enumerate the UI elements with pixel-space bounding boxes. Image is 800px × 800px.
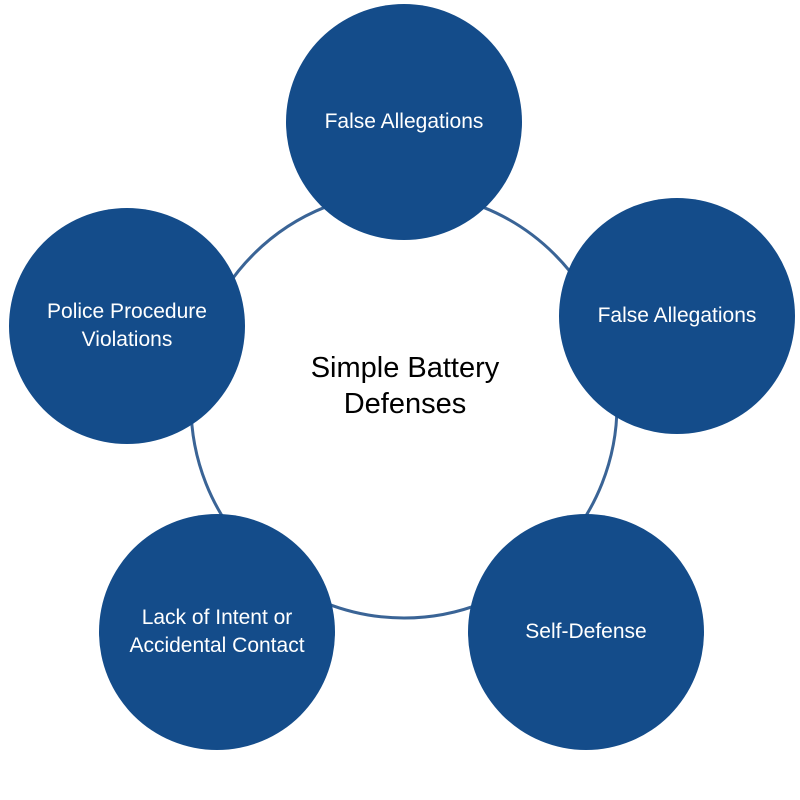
- node-false-allegations-right: False Allegations: [559, 198, 795, 434]
- node-label: False Allegations: [597, 304, 757, 327]
- node-police-procedure-violations: Police Procedure Violations: [9, 208, 245, 444]
- center-title: Simple Battery Defenses: [310, 352, 500, 420]
- node-self-defense: Self-Defense: [468, 514, 704, 750]
- node-label: Police Procedure Violations: [47, 300, 207, 351]
- node-label: Lack of Intent or Accidental Contact: [129, 606, 305, 657]
- node-lack-of-intent: Lack of Intent or Accidental Contact: [99, 514, 335, 750]
- node-label: False Allegations: [324, 110, 484, 133]
- node-false-allegations-top: False Allegations: [286, 4, 522, 240]
- node-label: Self-Defense: [525, 620, 647, 643]
